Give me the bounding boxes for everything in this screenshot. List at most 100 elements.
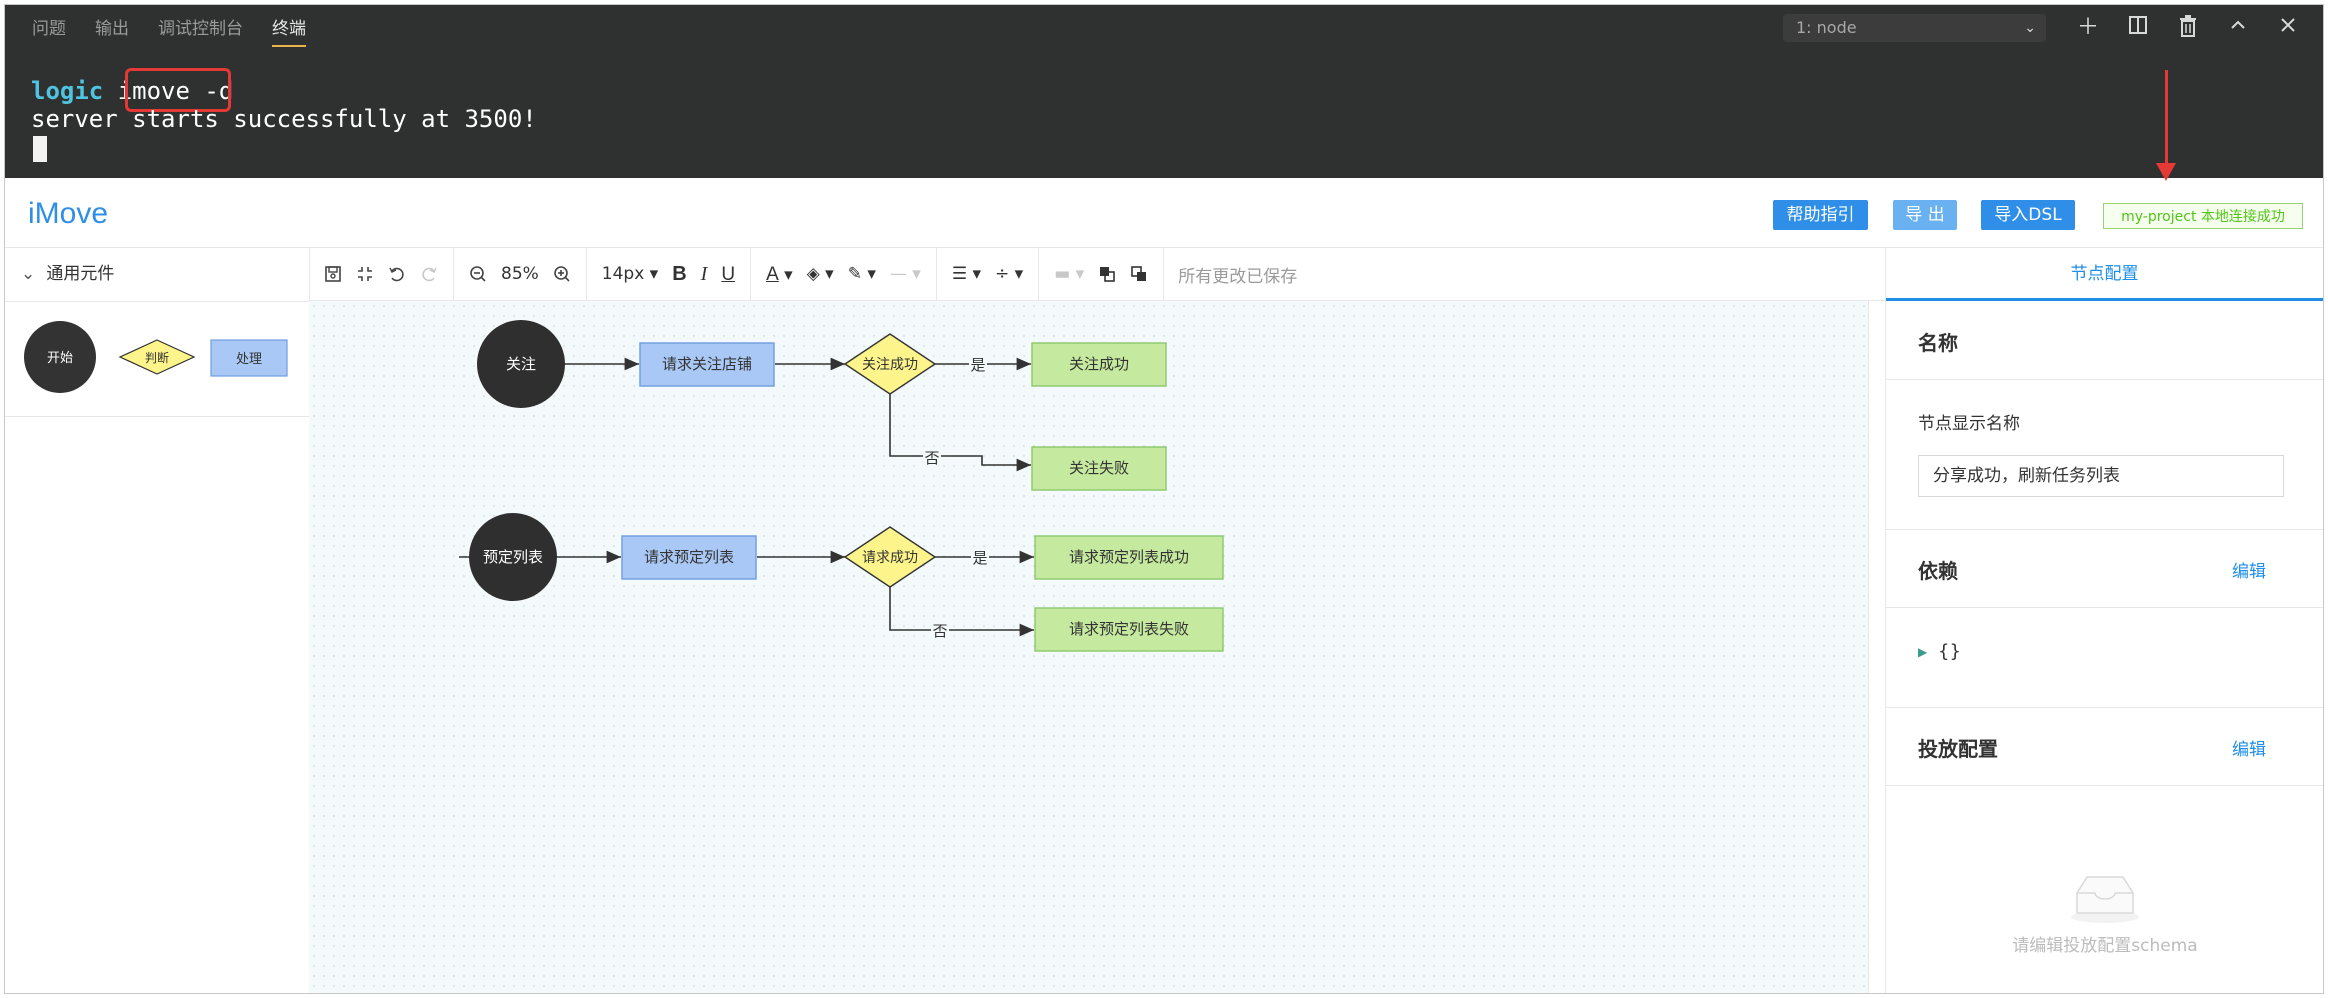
highlight-box xyxy=(125,68,231,112)
line-style-icon[interactable]: — ▾ xyxy=(889,263,921,284)
canvas-scrollbar[interactable] xyxy=(1868,301,1885,993)
caret-right-icon[interactable]: ▶ xyxy=(1918,645,1928,659)
terminal-panel: 问题 输出 调试控制台 终端 1: node ⌄ ＋ logic imove -… xyxy=(5,5,2323,178)
annotation-arrow xyxy=(2165,70,2168,175)
component-group-header[interactable]: ⌄ 通用元件 xyxy=(5,248,309,302)
deploy-empty-text: 请编辑投放配置schema xyxy=(2012,936,2198,956)
process-node-label: 请求预定列表 xyxy=(644,548,734,566)
success-node-label: 关注成功 xyxy=(1069,355,1129,373)
line-color-icon[interactable]: ✎ ▾ xyxy=(847,263,876,284)
name-section-header: 名称 xyxy=(1886,301,2323,380)
palette-start-shape[interactable]: 开始 xyxy=(24,321,96,393)
font-color-icon[interactable]: A ▾ xyxy=(766,263,793,285)
chevron-down-icon: ⌄ xyxy=(2024,20,2036,36)
undo-icon[interactable] xyxy=(388,248,406,301)
help-button[interactable]: 帮助指引 xyxy=(1773,200,1868,230)
flow-canvas[interactable]: 是 否 是 否 关注 请求关注店铺 关注成功 关注成功 xyxy=(309,301,1885,993)
shape-palette: 开始 判断 处理 xyxy=(5,302,309,417)
tab-problems[interactable]: 问题 xyxy=(32,19,66,39)
export-button[interactable]: 导 出 xyxy=(1893,200,1957,230)
import-dsl-button[interactable]: 导入DSL xyxy=(1981,200,2075,230)
component-sidebar: ⌄ 通用元件 开始 判断 处理 xyxy=(5,248,310,993)
component-group-title: 通用元件 xyxy=(46,264,115,284)
edge-label-yes: 是 xyxy=(970,356,985,374)
zoom-in-icon[interactable] xyxy=(553,248,571,301)
deps-section-title: 依赖 xyxy=(1918,559,1958,583)
start-node-label: 预定列表 xyxy=(483,548,543,566)
tab-terminal[interactable]: 终端 xyxy=(272,5,306,53)
italic-icon[interactable]: I xyxy=(700,262,708,285)
terminal-select[interactable]: 1: node ⌄ xyxy=(1783,14,2046,42)
connection-status-badge: my-project 本地连接成功 xyxy=(2103,203,2303,229)
vertical-align-icon[interactable]: ÷ ▾ xyxy=(995,263,1024,284)
palette-decision-shape[interactable]: 判断 xyxy=(118,339,196,375)
toolbar-group-color: A ▾ ◈ ▾ ✎ ▾ — ▾ xyxy=(751,247,937,301)
palette-decision-label: 判断 xyxy=(145,350,169,365)
toolbar-group-layer: ▬ ▾ xyxy=(1039,247,1165,301)
edge-no[interactable] xyxy=(889,587,1034,637)
save-icon[interactable] xyxy=(324,248,342,301)
tab-debug-console[interactable]: 调试控制台 xyxy=(158,19,243,39)
save-status: 所有更改已保存 xyxy=(1178,266,1298,287)
plus-icon[interactable]: ＋ xyxy=(2076,15,2099,40)
terminal-select-value: 1: node xyxy=(1796,18,1857,37)
zoom-out-icon[interactable] xyxy=(469,248,487,301)
terminal-output: server starts successfully at 3500! xyxy=(31,105,537,133)
name-section-title: 名称 xyxy=(1918,331,1958,355)
display-name-input[interactable]: 分享成功，刷新任务列表 xyxy=(1918,455,2284,497)
tab-node-config[interactable]: 节点配置 xyxy=(1886,248,2323,301)
process-node[interactable]: 请求预定列表 xyxy=(621,535,757,580)
redo-icon[interactable] xyxy=(420,248,438,301)
palette-start-label: 开始 xyxy=(47,351,73,366)
bring-front-icon[interactable] xyxy=(1098,248,1116,301)
trash-icon[interactable] xyxy=(2175,15,2201,41)
edge-label-no: 否 xyxy=(932,622,947,640)
logo: iMove xyxy=(28,197,109,230)
decision-node-label: 关注成功 xyxy=(862,357,918,373)
fail-node-label: 关注失败 xyxy=(1069,459,1129,477)
annotation-arrow-head xyxy=(2156,163,2176,181)
fill-color-icon[interactable]: ◈ ▾ xyxy=(806,263,834,284)
fit-view-icon[interactable] xyxy=(356,248,374,301)
toolbar-group-text: 14px ▾ B I U xyxy=(587,247,752,301)
edge-no[interactable] xyxy=(889,394,1031,472)
success-node[interactable]: 请求预定列表成功 xyxy=(1034,535,1224,580)
arrange-icon[interactable]: ▬ ▾ xyxy=(1054,263,1085,284)
font-size-select[interactable]: 14px ▾ xyxy=(601,263,659,284)
decision-node[interactable]: 请求成功 xyxy=(843,526,937,588)
start-node[interactable]: 关注 xyxy=(477,320,565,408)
palette-process-shape[interactable]: 处理 xyxy=(210,339,288,377)
fail-node[interactable]: 请求预定列表失败 xyxy=(1034,607,1224,652)
terminal-cursor xyxy=(33,136,47,162)
decision-node[interactable]: 关注成功 xyxy=(843,333,937,395)
app-window: 问题 输出 调试控制台 终端 1: node ⌄ ＋ logic imove -… xyxy=(4,4,2324,994)
font-size-value: 14px xyxy=(601,263,645,284)
send-back-icon[interactable] xyxy=(1130,248,1148,301)
app-header: iMove 帮助指引 导 出 导入DSL my-project 本地连接成功 xyxy=(5,178,2323,248)
palette-process-label: 处理 xyxy=(236,352,262,367)
prompt-dir: logic xyxy=(31,77,104,105)
terminal-command-line: logic imove -d xyxy=(31,77,233,105)
align-icon[interactable]: ☰ ▾ xyxy=(951,263,982,284)
split-icon[interactable] xyxy=(2125,15,2151,41)
tab-output[interactable]: 输出 xyxy=(95,19,129,39)
zoom-level: 85% xyxy=(501,263,539,284)
fail-node[interactable]: 关注失败 xyxy=(1031,446,1167,491)
close-icon[interactable] xyxy=(2275,15,2301,41)
deploy-edit-link[interactable]: 编辑 xyxy=(2232,740,2266,760)
deps-section-header: 依赖 编辑 xyxy=(1886,529,2323,608)
terminal-tabs: 问题 输出 调试控制台 终端 xyxy=(5,5,308,53)
chevron-down-icon: ⌄ xyxy=(21,264,36,284)
bold-icon[interactable]: B xyxy=(672,262,687,285)
display-name-label: 节点显示名称 xyxy=(1918,414,2020,434)
process-node-label: 请求关注店铺 xyxy=(662,355,752,373)
deps-edit-link[interactable]: 编辑 xyxy=(2232,562,2266,582)
chevron-up-icon[interactable] xyxy=(2225,15,2251,41)
edge-label-no: 否 xyxy=(924,449,939,467)
start-node[interactable]: 预定列表 xyxy=(469,513,557,601)
success-node[interactable]: 关注成功 xyxy=(1031,342,1167,387)
process-node[interactable]: 请求关注店铺 xyxy=(639,342,775,387)
fail-node-label: 请求预定列表失败 xyxy=(1069,620,1189,638)
underline-icon[interactable]: U xyxy=(721,263,736,285)
node-config-panel: 节点配置 名称 节点显示名称 分享成功，刷新任务列表 依赖 编辑 ▶ {} 投放… xyxy=(1885,248,2323,993)
